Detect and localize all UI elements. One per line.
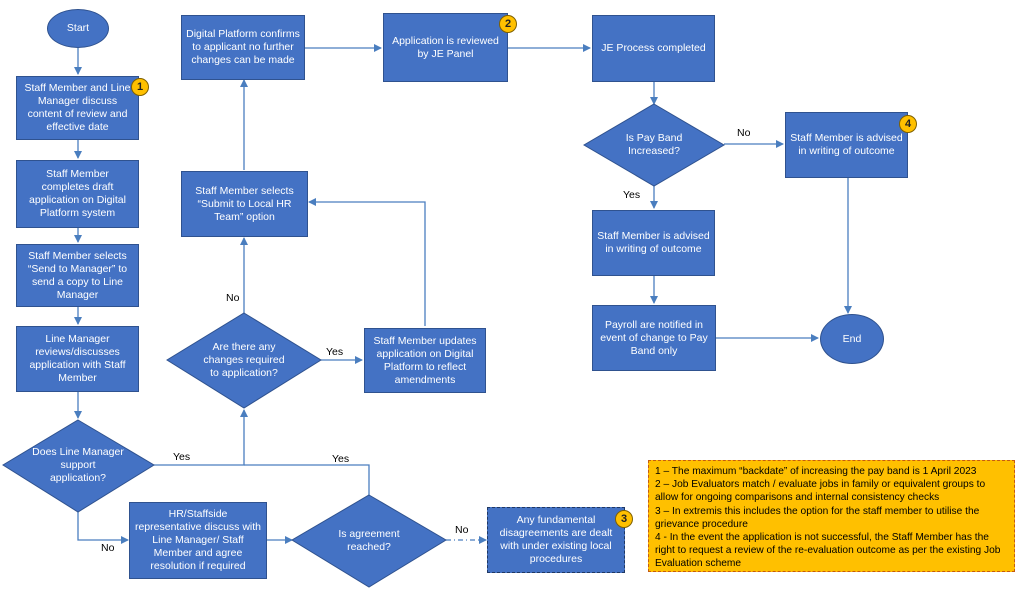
step-advised-outcome-yes-text: Staff Member is advised in writing of ou… (597, 230, 710, 255)
step-send-to-manager: Staff Member selects “Send to Manager” t… (16, 244, 139, 307)
decision-manager-support-text: Does Line Manager support application? (32, 445, 124, 484)
decision-diamond-d4 (583, 103, 725, 187)
decision-pay-band: Is Pay Band Increased? (614, 120, 694, 170)
step-manager-reviews-text: Line Manager reviews/discusses applicati… (29, 333, 126, 384)
decision-changes-required: Are there any changes required to applic… (199, 330, 289, 390)
badge-4: 4 (899, 115, 917, 133)
decision-pay-band-text: Is Pay Band Increased? (625, 132, 683, 157)
step-je-panel: Application is reviewed by JE Panel (383, 13, 508, 82)
step-advised-outcome-no-text: Staff Member is advised in writing of ou… (790, 132, 903, 157)
end-label: End (842, 332, 862, 345)
note-3: 3 – In extremis this includes the option… (655, 505, 980, 530)
badge-1-text: 1 (136, 81, 144, 93)
badge-3-text: 3 (620, 513, 628, 525)
notes-box: 1 – The maximum “backdate” of increasing… (648, 460, 1015, 572)
step-submit-hr-text: Staff Member selects “Submit to Local HR… (195, 184, 294, 223)
step-payroll-notified: Payroll are notified in event of change … (592, 305, 716, 371)
label-no-d4: No (737, 127, 751, 139)
step-je-completed-text: JE Process completed (601, 42, 706, 54)
decision-changes-required-text: Are there any changes required to applic… (203, 340, 285, 379)
step-update-application: Staff Member updates application on Digi… (364, 328, 486, 393)
start-terminal: Start (47, 9, 109, 48)
decision-agreement-text: Is agreement reached? (338, 528, 400, 553)
connector-d1-yes (154, 409, 248, 466)
step-discuss-review: Staff Member and Line Manager discuss co… (16, 76, 139, 140)
decision-agreement: Is agreement reached? (326, 515, 412, 567)
label-yes-d1: Yes (173, 451, 191, 463)
step-complete-draft: Staff Member completes draft application… (16, 160, 139, 228)
label-yes-d3: Yes (332, 453, 350, 465)
step-platform-confirms: Digital Platform confirms to applicant n… (181, 15, 305, 80)
step-payroll-notified-text: Payroll are notified in event of change … (600, 318, 708, 357)
decision-diamond-d1 (2, 419, 155, 513)
step-je-completed: JE Process completed (592, 15, 715, 82)
label-no-d3: No (455, 524, 469, 536)
step-discuss-review-text: Staff Member and Line Manager discuss co… (24, 82, 131, 133)
badge-2: 2 (499, 15, 517, 33)
connector-d3-yes (244, 464, 370, 495)
badge-4-text: 4 (904, 118, 912, 130)
step-hr-discuss-text: HR/Staffside representative discuss with… (134, 508, 262, 572)
badge-1: 1 (131, 78, 149, 96)
badge-2-text: 2 (504, 18, 512, 30)
note-1: 1 – The maximum “backdate” of increasing… (655, 466, 977, 477)
badge-3: 3 (615, 510, 633, 528)
note-4: 4 - In the event the application is not … (655, 532, 1001, 570)
end-terminal: End (820, 314, 884, 364)
label-yes-d4: Yes (623, 189, 641, 201)
start-label: Start (66, 22, 90, 34)
step-advised-outcome-no: Staff Member is advised in writing of ou… (785, 112, 908, 178)
connector-upd-submit (308, 198, 426, 326)
label-no-d2: No (226, 292, 240, 304)
step-submit-hr: Staff Member selects “Submit to Local HR… (181, 171, 308, 237)
step-update-application-text: Staff Member updates application on Digi… (373, 334, 477, 386)
step-je-panel-text: Application is reviewed by JE Panel (392, 34, 499, 60)
step-disagreements: Any fundamental disagreements are dealt … (487, 507, 625, 573)
step-complete-draft-text: Staff Member completes draft application… (29, 168, 126, 219)
decision-manager-support: Does Line Manager support application? (32, 437, 124, 493)
decision-diamond-d2 (166, 312, 322, 409)
step-platform-confirms-text: Digital Platform confirms to applicant n… (186, 28, 300, 66)
decision-diamond-d3 (291, 494, 447, 588)
label-no-d1: No (101, 542, 115, 554)
note-2: 2 – Job Evaluators match / evaluate jobs… (655, 479, 986, 504)
connector-d1-no (77, 512, 129, 544)
label-yes-d2: Yes (326, 346, 344, 358)
step-disagreements-text: Any fundamental disagreements are dealt … (499, 514, 613, 565)
step-manager-reviews: Line Manager reviews/discusses applicati… (16, 326, 139, 392)
step-advised-outcome-yes: Staff Member is advised in writing of ou… (592, 210, 715, 276)
step-hr-discuss: HR/Staffside representative discuss with… (129, 502, 267, 579)
step-send-to-manager-text: Staff Member selects “Send to Manager” t… (27, 249, 128, 301)
